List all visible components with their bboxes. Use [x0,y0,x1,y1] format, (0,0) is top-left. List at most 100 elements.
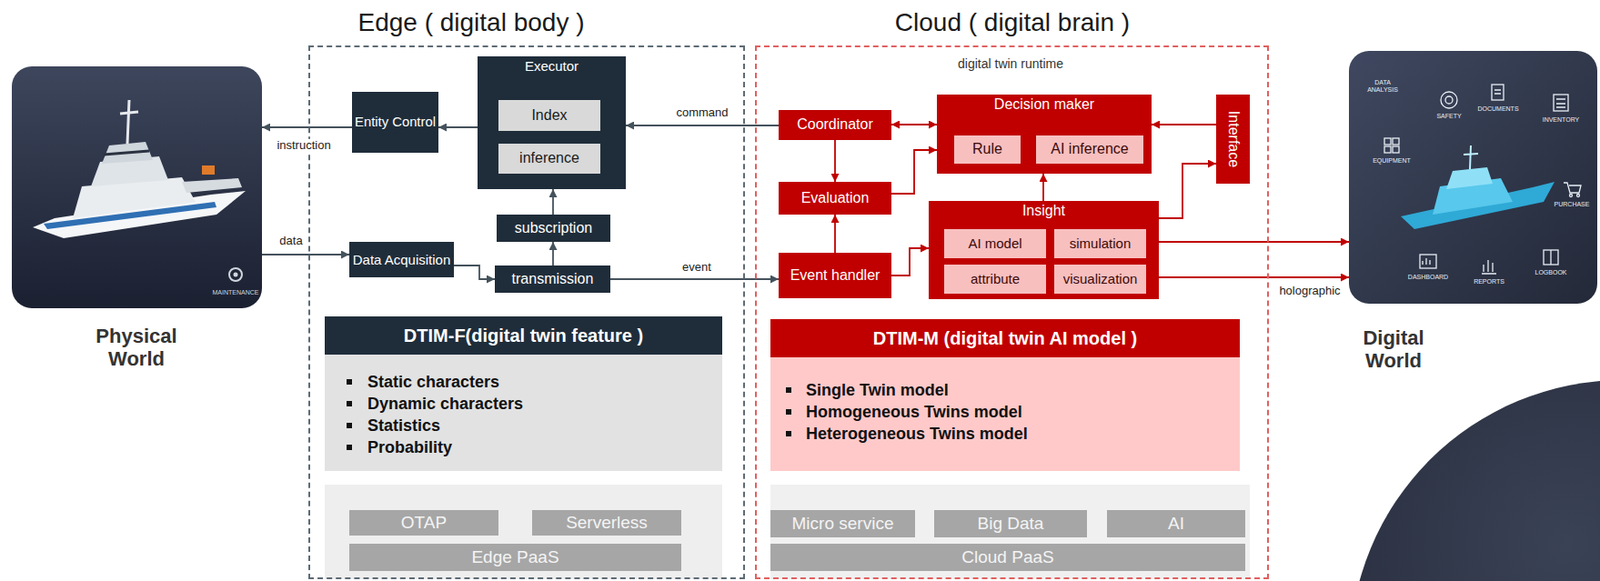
bullet-marker [785,409,792,415]
connector [1042,173,1045,202]
platform-box: Cloud PaaS [770,543,1246,572]
platform-box: Micro service [770,510,916,538]
image-label: SAFETY [1426,112,1472,121]
image-label: EQUIPMENT [1368,157,1415,165]
edge-label: holographic [1277,284,1342,298]
process-box: Event handler [778,252,892,299]
region-heading: Cloud ( digital brain ) [848,8,1177,38]
process-box: Evaluation [778,181,892,215]
panel-body: Static charactersDynamic charactersStati… [324,354,723,459]
bullet-marker [785,387,792,393]
image-label: DATA ANALYSIS [1362,79,1403,93]
box-label: Serverless [565,513,648,534]
bullet-marker [346,422,353,429]
connector [610,278,779,281]
connector [552,241,554,266]
image-label: INVENTORY [1538,116,1584,124]
process-box: visualization [1054,264,1147,294]
edge-label: instruction [274,139,333,152]
panel-heading: DTIM-M (digital twin AI model ) [770,319,1240,358]
image-label: DOCUMENTS [1475,105,1521,113]
connector [891,123,937,126]
bullet-marker [346,379,353,385]
edge-label: command [674,106,730,120]
box-label: Cloud PaaS [961,547,1054,568]
world-title: Physical World [90,324,182,372]
bullet-item: Static characters [346,371,723,393]
box-label: Data Acquisition [352,251,452,268]
edge-label: event [680,261,714,274]
image-label: PURCHASE [1551,201,1592,209]
decision-box: Decision makerRule AI inference [936,94,1152,174]
process-box: transmission [494,265,611,293]
bullet-item: Probability [346,436,723,459]
box-label: Index [531,107,567,124]
executor-box: ExecutorIndexinference [477,56,626,190]
box-label: Coordinator [796,116,874,133]
box-label: Edge PaaS [471,547,559,568]
box-label: simulation [1069,235,1132,252]
bullet-marker [785,431,792,437]
bullet-marker [346,401,353,407]
image-label: DASHBOARD [1405,273,1451,282]
cloud-region: Cloud ( digital brain )CoordinatorEvalua… [754,45,1269,580]
platform-box: OTAP [349,510,499,536]
platform-box: Edge PaaS [349,543,682,572]
insight-box: Insight AI model simulation attribute visual… [928,201,1159,300]
box-label: attribute [970,271,1020,287]
box-label: inference [519,150,580,167]
interface-bar: Interface [1216,94,1250,184]
process-box: subscription [496,214,611,242]
physical-ship-picture [11,66,262,309]
box-label: visualization [1063,271,1138,287]
platform-band [324,484,723,580]
image-label: LOGBOOK [1528,269,1574,277]
box-label: Entity Control [354,114,436,131]
region-heading: Edge ( digital body ) [307,8,635,38]
bullet-text: Dynamic characters [367,394,524,414]
edge-label: data [277,234,304,248]
connector [261,253,350,256]
box-label: OTAP [401,513,447,534]
box-label: AI [1167,513,1185,534]
connector [834,214,836,253]
connector [891,248,929,276]
bullet-marker [346,444,353,451]
process-box: AI model [944,229,1047,259]
process-box: Rule [954,135,1021,164]
bullet-text: Statistics [367,416,441,436]
image-label: MAINTENANCE [211,289,260,297]
decor-circle [1349,380,1600,581]
image-label: digital twin runtime [910,57,1111,71]
connector [1151,123,1217,126]
process-box: Entity Control [352,91,439,153]
process-box: attribute [944,264,1047,294]
box-label: Event handler [790,267,881,284]
process-box: Index [498,100,601,131]
process-box: simulation [1054,229,1147,259]
platform-box: Big Data [934,510,1087,538]
platform-box: AI [1106,510,1246,538]
box-label: Micro service [792,513,895,534]
process-box: inference [498,143,601,174]
digital-ship-picture [1348,50,1598,304]
box-label: Evaluation [801,190,870,207]
box-label: Rule [972,140,1003,158]
box-label: transmission [512,271,594,288]
box-heading: Insight [1022,202,1066,220]
bullet-item: Statistics [346,414,723,437]
platform-box: Serverless [532,510,682,536]
process-box: AI inference [1036,135,1144,164]
box-heading: Decision maker [994,96,1095,113]
bullet-text: Homogeneous Twins model [805,402,1023,423]
process-box: Data Acquisition [349,241,454,278]
bullet-item: Heterogeneous Twins model [785,422,1240,445]
connector [261,126,353,129]
box-label: Interface [1224,110,1241,168]
box-label: Big Data [977,513,1045,534]
panel-body: Single Twin modelHomogeneous Twins model… [770,357,1240,445]
box-label: subscription [514,220,593,237]
world-picture: Physical World [11,66,262,309]
bullet-text: Heterogeneous Twins model [805,424,1028,444]
